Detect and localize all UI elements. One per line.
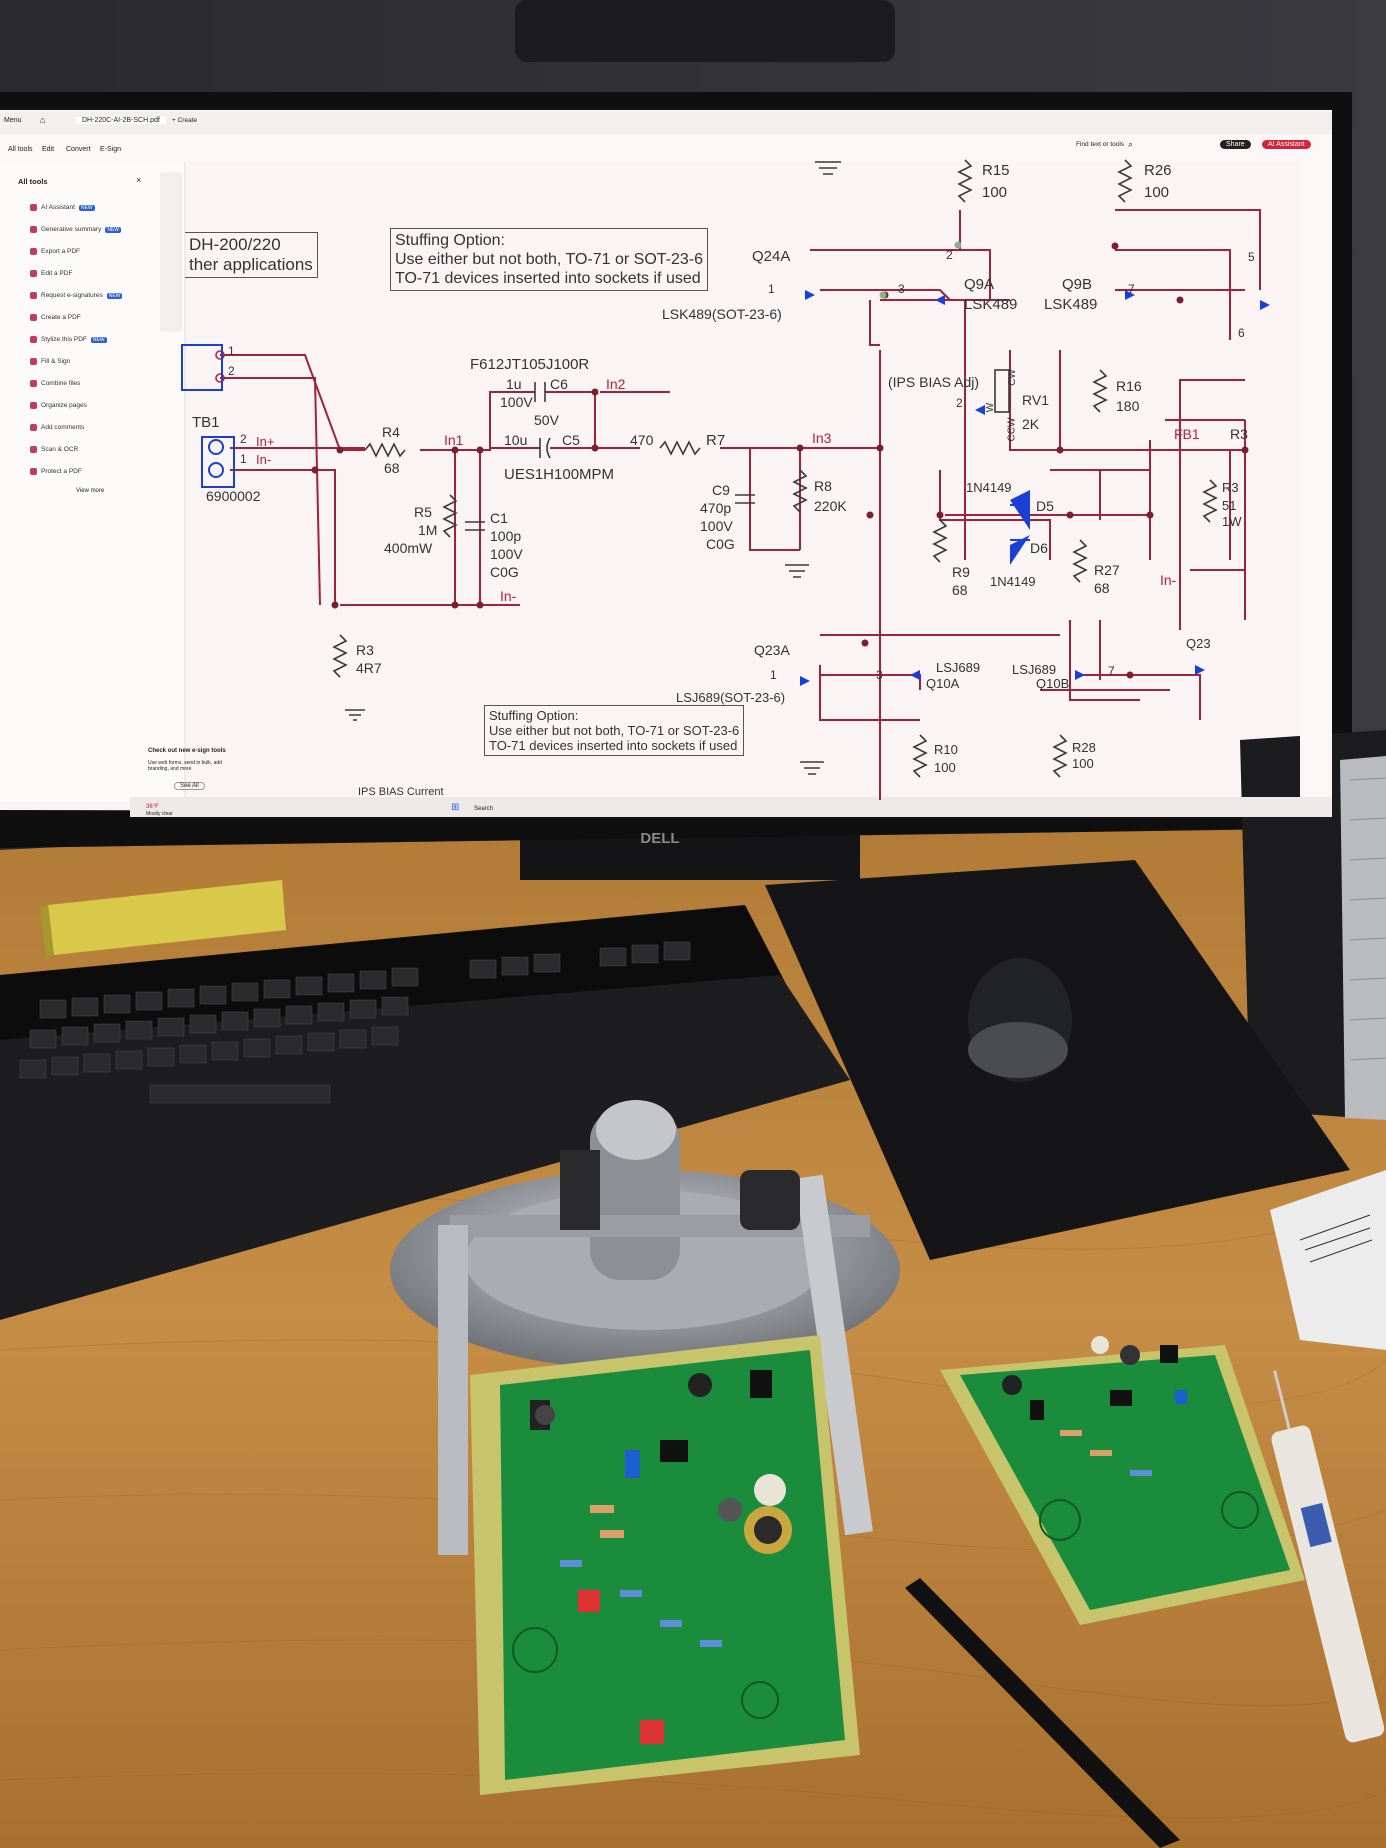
monitor-screen: [0, 110, 1332, 812]
windows-taskbar: [130, 797, 1332, 817]
schematic-components: [332, 159, 1218, 778]
vise-arm-left: [438, 1225, 468, 1555]
acrobat-sidebar: [0, 162, 185, 802]
main-pcb-components: [512, 1370, 792, 1744]
monitor-brand-logo: DELL: [640, 830, 679, 847]
yellow-box: [48, 880, 286, 955]
flux-syringe: [1271, 1370, 1385, 1743]
tweezers: [905, 1578, 1180, 1848]
second-pcb-components: [1002, 1336, 1259, 1541]
paper-labels: [1270, 1170, 1386, 1350]
vise-arm-right: [795, 1174, 873, 1536]
schematic-blue-marks: [208, 290, 1270, 686]
